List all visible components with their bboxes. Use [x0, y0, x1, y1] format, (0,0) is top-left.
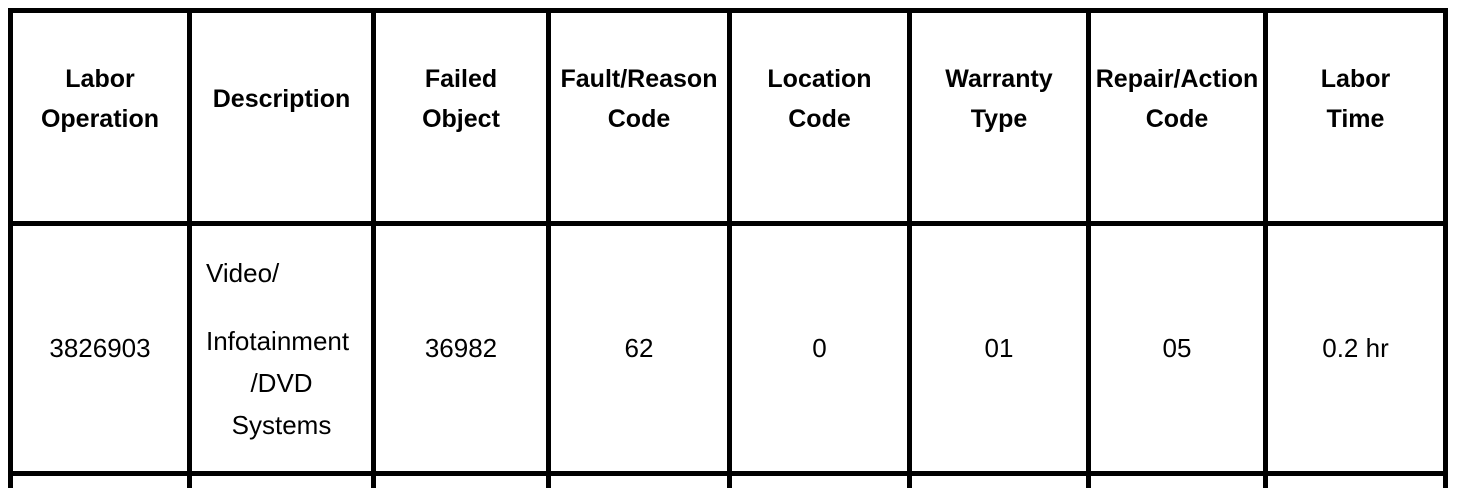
cell-fault-reason-code: 62: [549, 224, 730, 474]
stub-cell: [549, 474, 730, 488]
table-row: 3826903 Video/ Infotainment /DVD Systems…: [11, 224, 1446, 474]
stub-cell: [11, 474, 190, 488]
stub-cell: [1266, 474, 1446, 488]
column-header-warranty-type: Warranty Type: [910, 11, 1089, 224]
column-header-labor-time: Labor Time: [1266, 11, 1446, 224]
cropped-next-row-stub: [11, 474, 1446, 488]
stub-cell: [910, 474, 1089, 488]
table-header-row: Labor Operation Description Failed Objec…: [11, 11, 1446, 224]
column-header-description: Description: [190, 11, 374, 224]
column-header-location-code: Location Code: [730, 11, 910, 224]
stub-cell: [374, 474, 549, 488]
column-header-repair-action-code: Repair/Action Code: [1089, 11, 1266, 224]
cell-warranty-type: 01: [910, 224, 1089, 474]
stub-cell: [1089, 474, 1266, 488]
cell-location-code: 0: [730, 224, 910, 474]
cell-repair-action-code: 05: [1089, 224, 1266, 474]
cell-description: Video/ Infotainment /DVD Systems: [190, 224, 374, 474]
cell-failed-object: 36982: [374, 224, 549, 474]
column-header-failed-object: Failed Object: [374, 11, 549, 224]
description-line: Infotainment: [206, 320, 357, 362]
column-header-fault-reason-code: Fault/Reason Code: [549, 11, 730, 224]
description-line: Video/: [206, 252, 357, 294]
description-line: Systems: [206, 404, 357, 446]
stub-cell: [190, 474, 374, 488]
cell-labor-time: 0.2 hr: [1266, 224, 1446, 474]
warranty-labor-table: Labor Operation Description Failed Objec…: [8, 8, 1448, 488]
column-header-labor-operation: Labor Operation: [11, 11, 190, 224]
cell-labor-operation: 3826903: [11, 224, 190, 474]
description-line: /DVD: [206, 362, 357, 404]
stub-cell: [730, 474, 910, 488]
